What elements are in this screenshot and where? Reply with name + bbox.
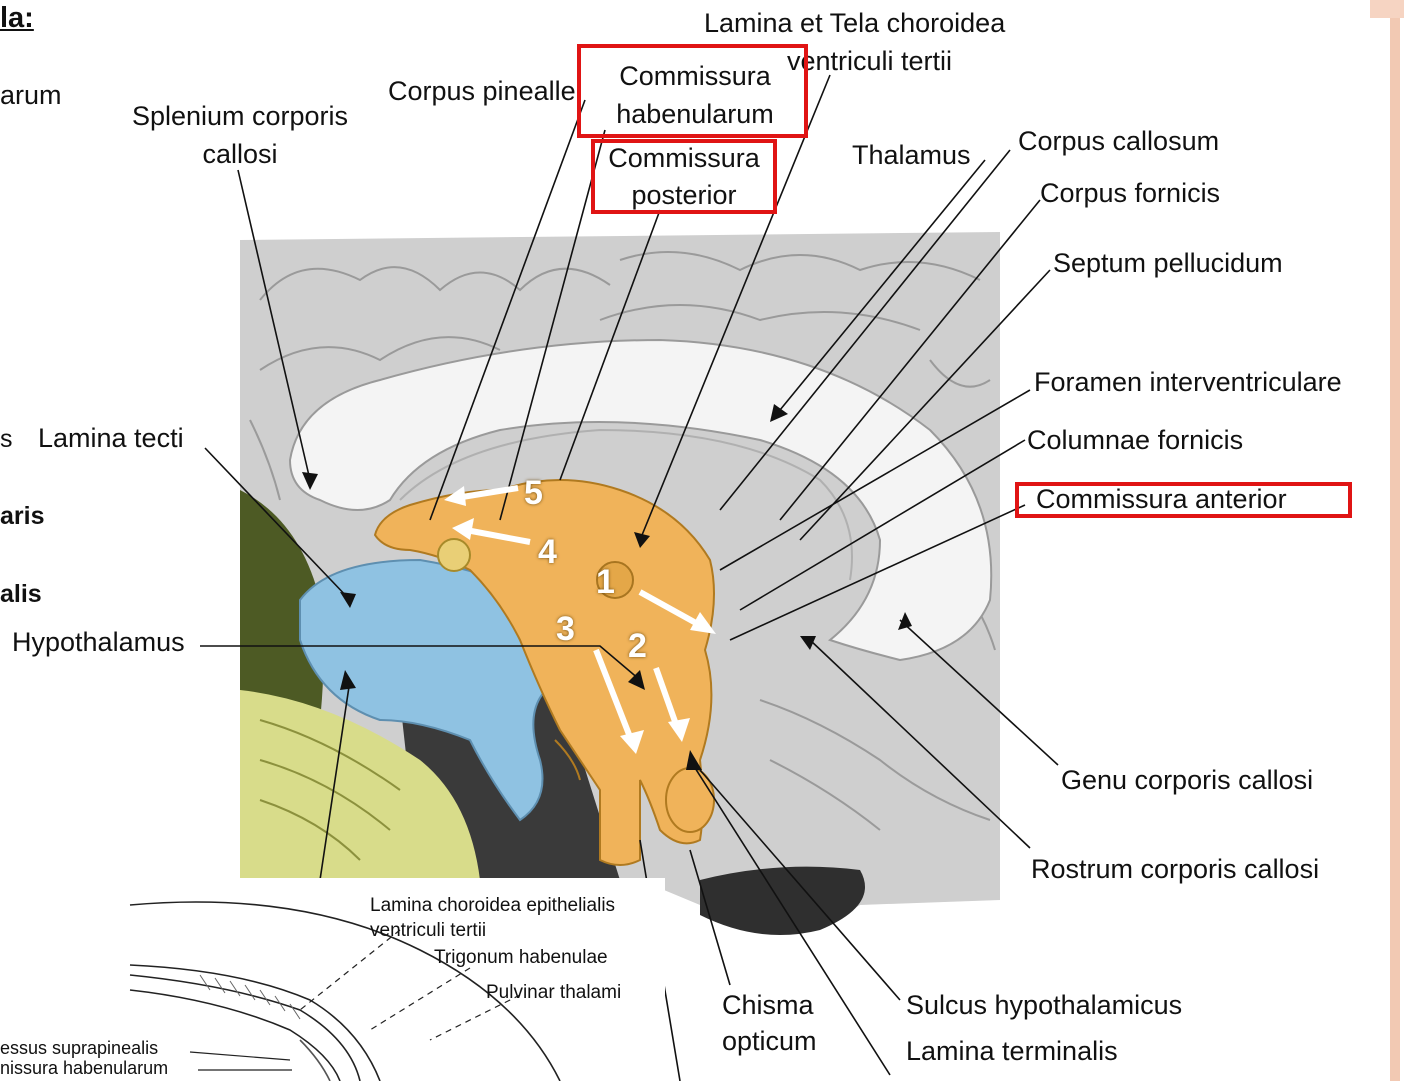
arrow-number-3: 3 bbox=[556, 610, 575, 649]
highlight-commissura-habenularum bbox=[577, 44, 808, 138]
label-lamina-tela-2: ventriculi tertii bbox=[787, 46, 952, 76]
label-columnae-fornicis: Columnae fornicis bbox=[1027, 425, 1243, 455]
label-chisma-2: opticum bbox=[722, 1026, 817, 1056]
partial-text-aris: aris bbox=[0, 502, 44, 530]
arrow-number-5: 5 bbox=[524, 474, 543, 513]
label-lamina-tecti: Lamina tecti bbox=[38, 423, 184, 453]
label-foramen-interventriculare: Foramen interventriculare bbox=[1034, 367, 1342, 397]
label-thalamus: Thalamus bbox=[852, 140, 971, 170]
label-corpus-fornicis: Corpus fornicis bbox=[1040, 178, 1220, 208]
label-rostrum: Rostrum corporis callosi bbox=[1031, 854, 1319, 884]
partial-title: la: bbox=[0, 2, 34, 34]
arrow-number-2: 2 bbox=[628, 627, 647, 666]
label-septum-pellucidum: Septum pellucidum bbox=[1053, 248, 1283, 278]
inset-label-lamina-choroidea-1: Lamina choroidea epithelialis bbox=[370, 895, 615, 916]
arrow-number-4: 4 bbox=[538, 533, 557, 572]
partial-text-arum: arum bbox=[0, 80, 62, 110]
label-chisma-1: Chisma bbox=[722, 990, 814, 1020]
highlight-commissura-posterior bbox=[591, 139, 777, 214]
label-hypothalamus: Hypothalamus bbox=[12, 627, 185, 657]
arrow-number-1: 1 bbox=[596, 563, 615, 602]
label-splenium-1: Splenium corporis bbox=[110, 101, 370, 131]
inset-label-pulvinar: Pulvinar thalami bbox=[486, 982, 621, 1003]
label-genu: Genu corporis callosi bbox=[1061, 765, 1313, 795]
partial-text-s: s bbox=[0, 425, 13, 453]
label-lamina-terminalis: Lamina terminalis bbox=[906, 1036, 1118, 1066]
partial-text-alis: alis bbox=[0, 580, 42, 608]
label-sulcus-hypothalamicus: Sulcus hypothalamicus bbox=[906, 990, 1182, 1020]
label-splenium-2: callosi bbox=[110, 139, 370, 169]
inset-label-trigonum: Trigonum habenulae bbox=[434, 947, 608, 968]
label-corpus-pineale: Corpus pinealle bbox=[388, 76, 576, 106]
label-corpus-callosum: Corpus callosum bbox=[1018, 126, 1219, 156]
inset-label-lamina-choroidea-2: ventriculi tertii bbox=[370, 920, 486, 941]
highlight-commissura-anterior bbox=[1015, 482, 1352, 518]
inset-label-commissura: nissura habenularum bbox=[0, 1058, 168, 1078]
inset-label-recessus: essus suprapinealis bbox=[0, 1038, 158, 1058]
label-lamina-tela-1: Lamina et Tela choroidea bbox=[704, 8, 1005, 38]
